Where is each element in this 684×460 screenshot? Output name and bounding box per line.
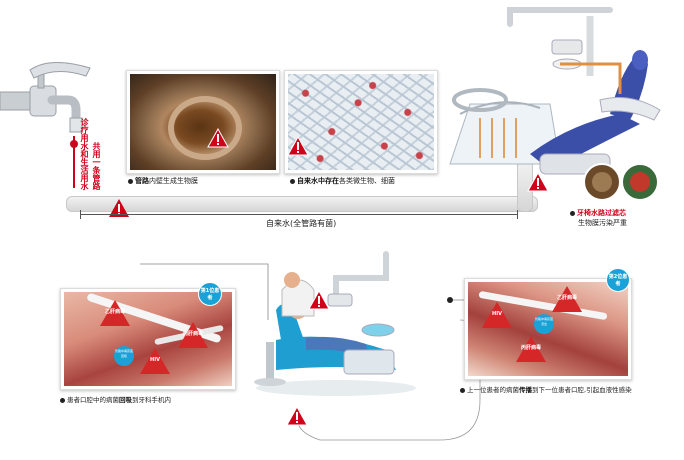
span-tick-left — [80, 210, 81, 219]
patient2-badge: 第2位患者 — [606, 268, 630, 292]
warning-icon — [286, 405, 308, 430]
pipe-biofilm-photo — [126, 70, 280, 174]
water-drop-icon — [70, 140, 78, 148]
virus-hiv: HIV — [482, 302, 512, 328]
virus-hbv: 乙肝病毒 — [100, 300, 130, 326]
vertical-label-right: 共用一条管路 — [92, 142, 101, 190]
caption-filter: 牙椅水路过滤芯 生物膜污染严重 — [570, 208, 627, 228]
patient2-mouth-photo — [464, 278, 632, 380]
patient1-badge: 第1位患者 — [198, 282, 222, 306]
microbes-photo — [284, 70, 438, 174]
warning-icon — [527, 171, 549, 196]
pipe-label: 自来水(全管路有菌) — [266, 219, 337, 228]
virus-hbv: 乙肝病毒 — [552, 286, 582, 312]
outflow-tag: 管路中病原菌流出 — [534, 314, 554, 334]
warning-icon — [308, 289, 330, 314]
caption-tapwater: 自来水中存在各类微生物、细菌 — [290, 176, 395, 186]
main-water-pipe — [66, 196, 538, 212]
span-tick-right — [517, 210, 518, 219]
dental-unit-illustration — [440, 4, 680, 204]
caption-pipe-biofilm: 管路内壁生成生物膜 — [128, 176, 198, 186]
virus-hiv: HIV — [140, 348, 170, 374]
caption-backflow: 患者口腔中的病菌回吸到牙科手机内 — [60, 394, 171, 404]
warning-icon — [108, 198, 130, 222]
water-flow-line — [73, 136, 75, 188]
pipe-span-line — [80, 214, 518, 215]
vertical-label-left: 诊疗用水和生活用水 — [80, 118, 89, 190]
dental-treatment-illustration — [236, 250, 436, 400]
warning-icon — [287, 135, 309, 160]
faucet-icon — [0, 61, 110, 142]
backflow-tag: 管路中病原菌回吸 — [114, 346, 134, 366]
caption-transmit: 上一位患者的病菌传播到下一位患者口腔,引起血液性感染 — [460, 384, 632, 394]
warning-icon — [207, 127, 229, 152]
virus-hcv: 丙肝病毒 — [516, 336, 546, 362]
virus-hcv: 丙肝病毒 — [178, 322, 208, 348]
